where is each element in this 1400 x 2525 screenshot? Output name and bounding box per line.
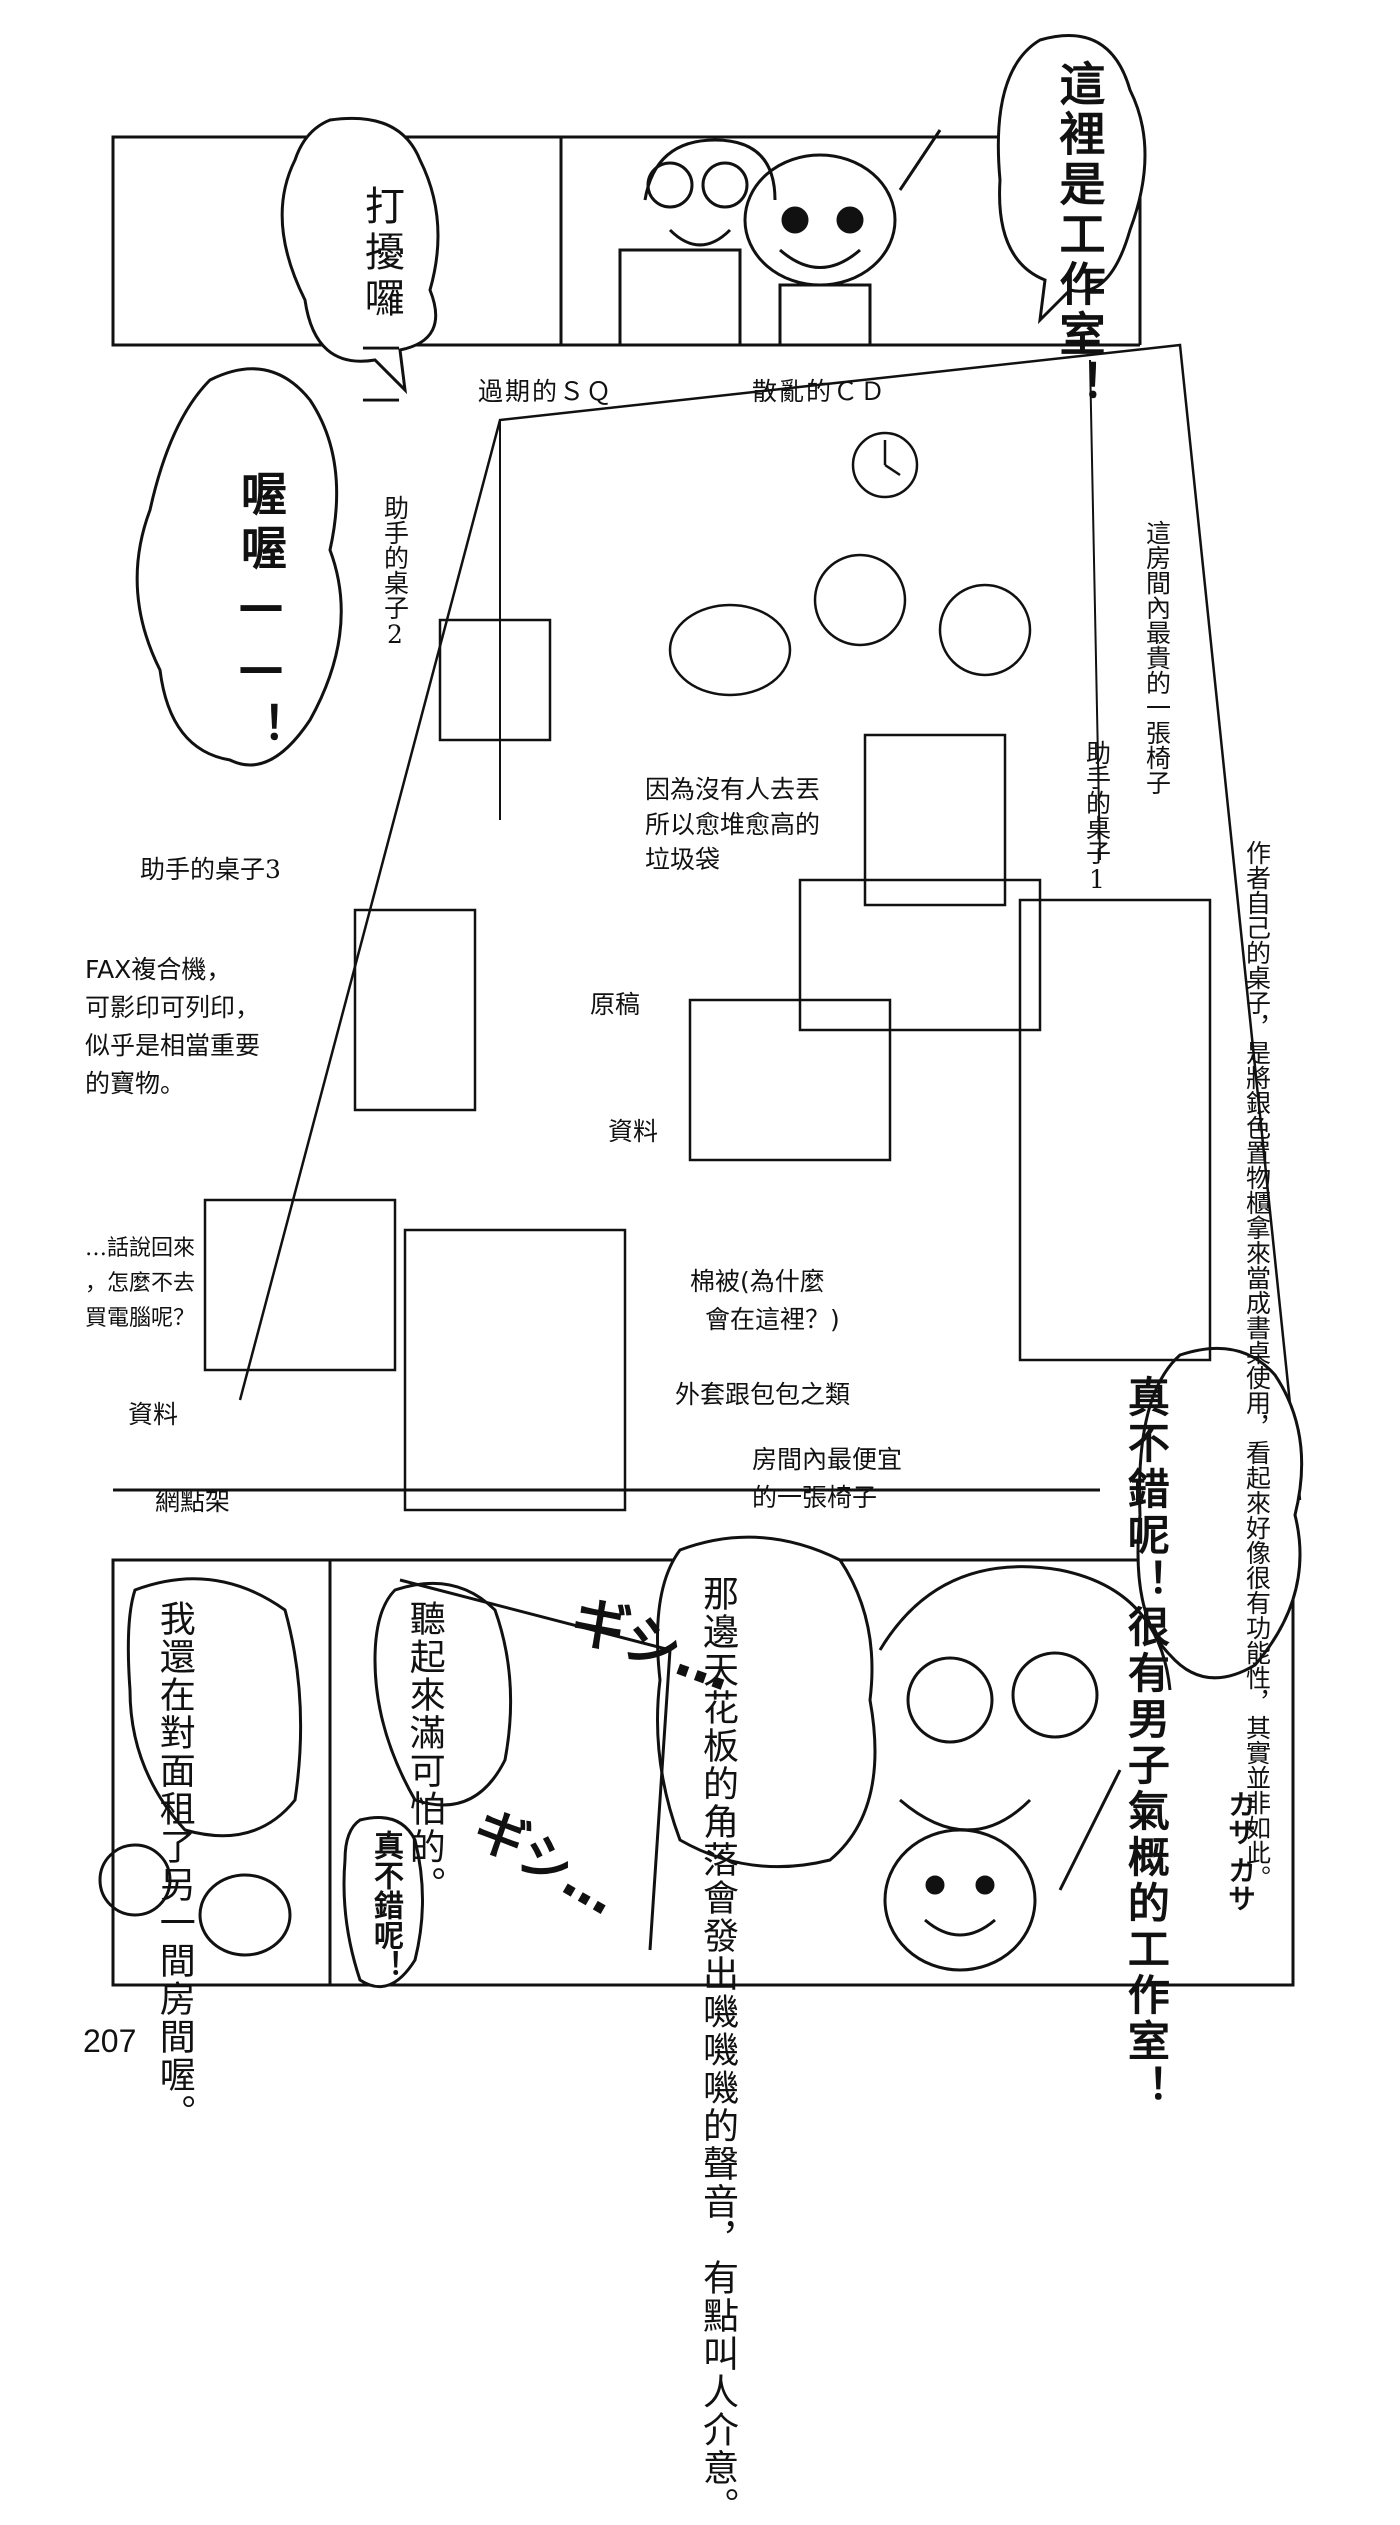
label-fax-1: FAX複合機， [85,955,232,984]
balloon-studio [996,34,1147,325]
label-fax-4: 的寶物。 [85,1069,186,1098]
label-cheap-chair-2: 的一張椅子 [752,1483,878,1512]
characters-small-bottom-left [98,1843,292,1957]
assistant-desk-2 [438,618,552,742]
label-computer-3: 買電腦呢？ [85,1306,196,1331]
manuscript-stack [688,998,892,1162]
silver-storage-rack [1018,898,1212,1362]
label-materials-left: 資料 [128,1400,179,1429]
label-cheap-chair-1: 房間內最便宜 [752,1445,903,1474]
label-assistant-desk-1: 助手的桌子1 [1082,740,1112,894]
label-fax-2: 可影印可列印， [85,993,261,1022]
author-character-top [618,138,777,347]
blob-character-room [938,583,1032,677]
manga-page: 這裡是工作室！ 打擾囉—— 喔喔——！ 過期的ＳＱ 散亂的ＣＤ 助手的桌子2 這… [83,34,1304,2525]
label-author-desk: 作者自己的桌子，是將銀色置物櫃拿來當成書桌使用，看起來好像很有功能性，其實並非如… [1240,840,1273,1890]
label-fax-3: 似乎是相當重要 [85,1031,261,1060]
label-garbage-2: 所以愈堆愈高的 [645,810,821,839]
speech-scary: 聽起來滿可怕的。 [403,1600,445,1904]
label-garbage-1: 因為沒有人去丟 [645,775,821,804]
author-character-room [813,553,907,647]
fax-machine [203,1198,397,1372]
sfx-kasa: カサ カサ [1224,1790,1257,1912]
blob-character-top [743,129,942,347]
label-expensive-chair: 這房間內最貴的一張椅子 [1142,520,1172,795]
futon-pile [403,1228,627,1512]
label-manuscript: 原稿 [590,990,641,1019]
ceiling-corner [399,1578,672,1951]
balloon-ceiling [656,1535,877,1869]
author-desk [798,878,1042,1032]
speech-oh: 喔喔——！ [234,470,288,756]
label-quilt-1: 棉被(為什麼 [690,1267,825,1296]
balloon-manly [1136,1346,1304,1680]
label-materials-center: 資料 [608,1117,659,1146]
label-computer-2: ，怎麼不去 [85,1271,196,1296]
label-screentone-rack: 網點架 [155,1487,231,1516]
balloon-room [126,1577,303,1838]
balloon-oh [135,367,343,767]
speech-studio: 這裡是工作室！ [1052,60,1107,410]
speech-bother: 打擾囉—— [358,185,404,427]
blob-character-bottom [883,1828,1037,1972]
speech-nice: 真不錯呢！ [368,1830,403,1980]
garbage-bags [668,603,792,697]
label-assistant-desk-3: 助手的桌子3 [140,855,281,884]
speech-other-room: 我還在對面租了另一間房間喔。 [153,1600,195,2132]
manga-artwork [98,34,1304,1989]
balloon-nice [342,1816,424,1989]
label-garbage-3: 垃圾袋 [645,845,721,874]
balloon-bother [280,116,440,395]
page-number: 207 [83,2023,137,2059]
label-coats-bags: 外套跟包包之類 [675,1380,851,1409]
label-quilt-2: 會在這裡？) [705,1305,840,1334]
wall-clock [851,431,919,499]
speech-manly: 真不錯呢！很有男子氣概的工作室！ [1121,1375,1171,2111]
label-assistant-desk-2: 助手的桌子2 [380,495,410,649]
expensive-chair [863,733,1007,907]
assistant-desk-3 [353,908,477,1112]
label-computer-1: …話說回來 [85,1236,196,1261]
label-scattered-cd: 散亂的ＣＤ [752,377,888,406]
label-expired-sq: 過期的ＳＱ [478,377,614,406]
author-character-bottom [878,1565,1172,1891]
